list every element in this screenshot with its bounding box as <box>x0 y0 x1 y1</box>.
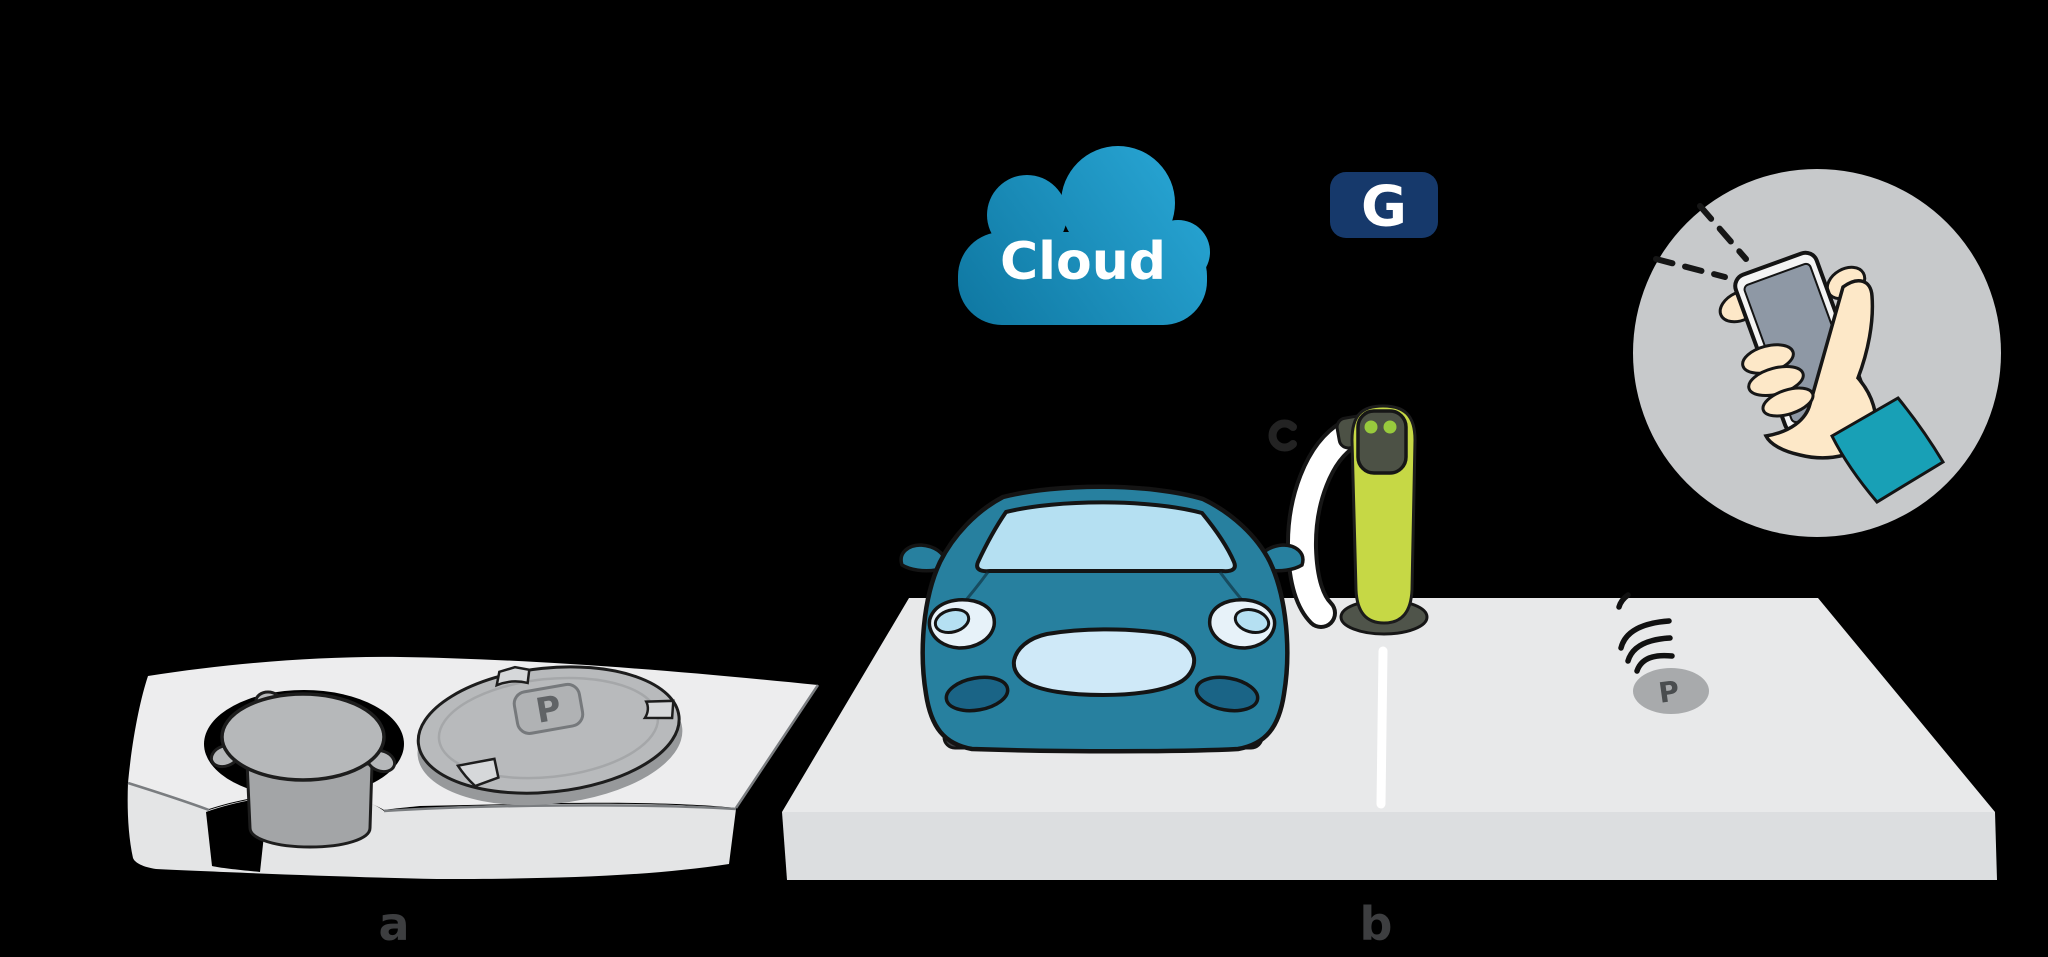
disc-emblem: P <box>512 682 585 735</box>
station-indicator-right <box>1383 420 1397 434</box>
car-grille <box>1011 627 1197 698</box>
panel-a: P a <box>127 656 820 951</box>
charging-station-icon <box>1285 404 1429 636</box>
network-badge: G <box>1330 172 1438 240</box>
car-headlight-left-inner <box>933 607 971 635</box>
parking-disc-icon: P <box>416 665 683 806</box>
network-badge-label: G <box>1361 175 1407 240</box>
disc-notch-bottom <box>455 757 500 788</box>
plug-mark-icon <box>1268 419 1297 452</box>
smartphone-callout <box>1633 169 2001 537</box>
car-icon <box>899 484 1305 754</box>
car-headlight-right-inner <box>1233 607 1271 635</box>
panel-b: P <box>782 404 1997 951</box>
car-windshield <box>975 500 1237 574</box>
station-head-panel <box>1356 409 1408 475</box>
label-b: b <box>1360 897 1393 951</box>
slab-edge-line <box>127 684 820 813</box>
charging-cable-core <box>1289 422 1361 625</box>
station-indicator-left <box>1364 420 1378 434</box>
signal-dashes-icon <box>1653 203 1749 280</box>
embedded-sensor: P <box>1616 592 1709 714</box>
ground-sensor-dome <box>209 690 397 782</box>
cloud-icon: Cloud <box>958 146 1210 325</box>
disc-notch-right <box>642 699 675 720</box>
platform-front-face <box>782 812 1997 880</box>
car-foglight-right <box>1194 675 1260 713</box>
ground-sensor-icon <box>245 760 374 849</box>
sensor-letter: P <box>1657 674 1682 710</box>
sleeve <box>1830 396 1946 504</box>
signal-waves-icon <box>1616 592 1675 674</box>
finger-4 <box>1761 386 1815 418</box>
disc-notch-top <box>495 665 531 688</box>
car-foglight-left <box>944 675 1010 713</box>
hand-icon <box>1718 250 1946 504</box>
parking-divider-line <box>1376 646 1388 809</box>
cloud-label: Cloud <box>1000 232 1166 292</box>
sensor-dot <box>1633 668 1709 714</box>
label-a: a <box>378 897 409 951</box>
